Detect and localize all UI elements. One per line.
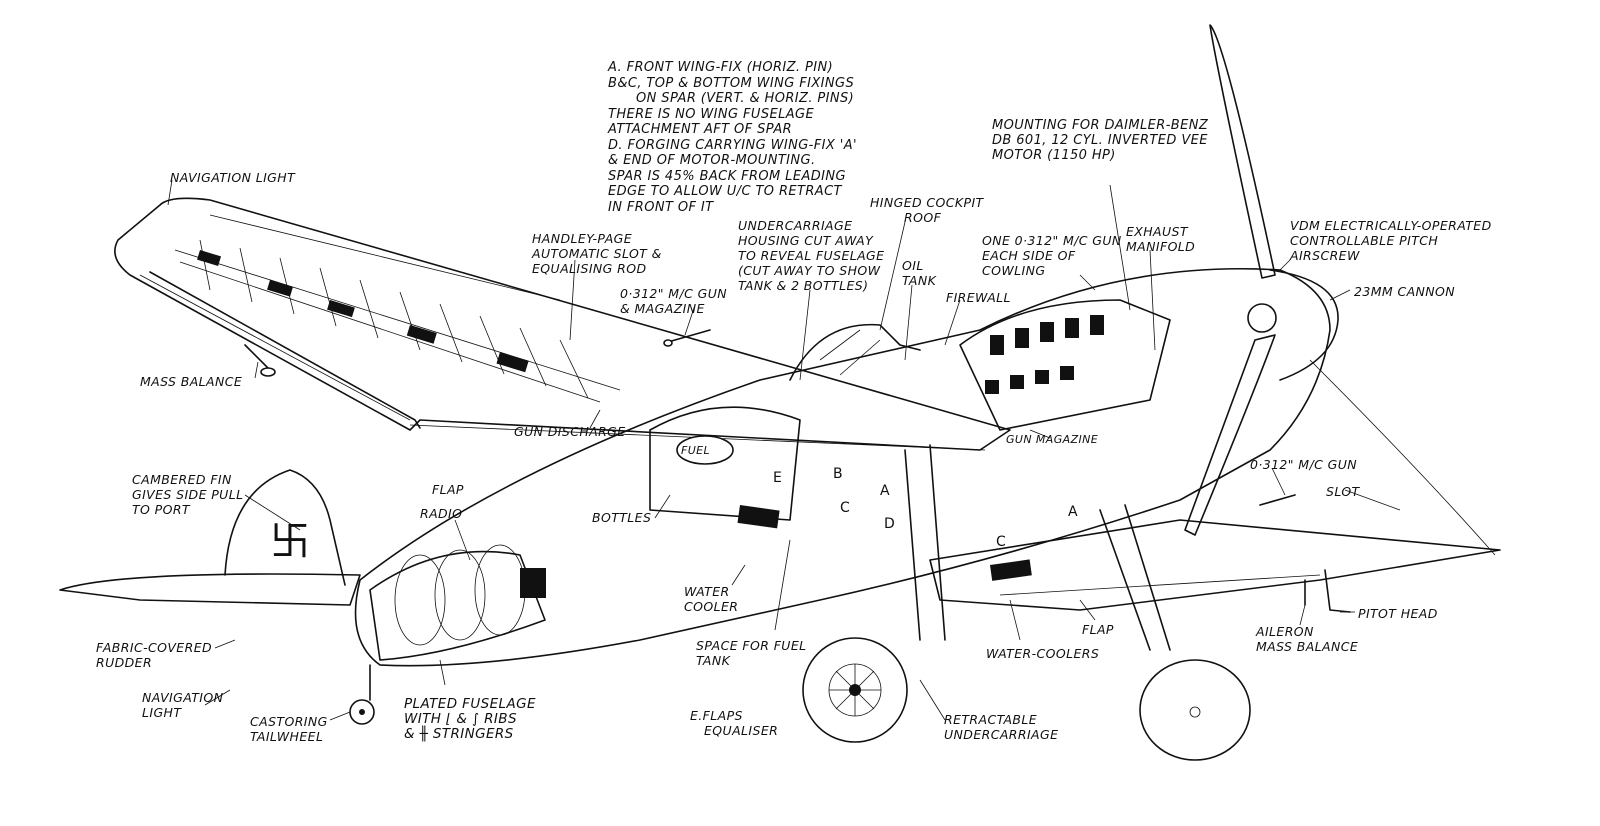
wing-fixing-notes: A. FRONT WING-FIX (HORIZ. PIN) B&C, TOP …: [608, 60, 857, 215]
label-navigation-light-tail: NAVIGATION LIGHT: [142, 690, 224, 720]
label-23mm-cannon: 23MM CANNON: [1354, 284, 1456, 299]
label-plated-fuselage: PLATED FUSELAGE WITH ⌊ & ∫ RIBS & ╫ STRI…: [404, 696, 536, 742]
label-hinged-cockpit-roof: HINGED COCKPIT ROOF: [870, 195, 984, 225]
label-undercarriage-housing: UNDERCARRIAGE HOUSING CUT AWAY TO REVEAL…: [738, 218, 885, 293]
label-space-fuel-tank: SPACE FOR FUEL TANK: [696, 638, 807, 668]
fixing-letters: A B C D E A C: [773, 466, 1078, 550]
label-castoring-tailwheel: CASTORING TAILWHEEL: [250, 714, 328, 744]
label-water-cooler: WATER COOLER: [684, 584, 739, 614]
label-water-coolers: WATER-COOLERS: [986, 646, 1100, 661]
letter-d: D: [884, 516, 895, 532]
label-radio: RADIO: [420, 506, 463, 521]
label-flap-left: FLAP: [432, 482, 464, 497]
label-pitot-head: PITOT HEAD: [1358, 606, 1438, 621]
port-wing: [114, 197, 1011, 451]
letter-c-front: C: [840, 500, 850, 516]
label-fuel: FUEL: [681, 444, 711, 457]
label-gun-magazine-nose: GUN MAGAZINE: [1006, 433, 1099, 446]
fuselage: [354, 267, 1339, 667]
label-gun-discharge: GUN DISCHARGE: [514, 424, 626, 439]
label-navigation-light: NAVIGATION LIGHT: [170, 170, 296, 185]
label-exhaust-manifold: EXHAUST MANIFOLD: [1126, 224, 1196, 254]
letter-e: E: [773, 470, 782, 486]
label-bottles: BOTTLES: [592, 510, 652, 525]
label-fabric-rudder: FABRIC-COVERED RUDDER: [96, 640, 213, 670]
tail-unit: 卐: [59, 469, 375, 725]
leader-lines: [167, 179, 1401, 721]
letter-c-rear: C: [996, 534, 1006, 550]
label-oil-tank: OIL TANK: [902, 258, 937, 288]
label-slot: SLOT: [1326, 484, 1360, 499]
letter-a-rear: A: [1068, 504, 1078, 520]
label-flap-right: FLAP: [1082, 622, 1114, 637]
label-vdm-airscrew: VDM ELECTRICALLY-OPERATED CONTROLLABLE P…: [1290, 218, 1492, 263]
label-engine-mounting: MOUNTING FOR DAIMLER-BENZ DB 601, 12 CYL…: [992, 118, 1209, 163]
main-undercarriage: [802, 444, 1251, 761]
label-handley-page-slot: HANDLEY-PAGE AUTOMATIC SLOT & EQUALISING…: [532, 231, 662, 276]
label-aileron-mass-balance: AILERON MASS BALANCE: [1256, 624, 1359, 654]
swastika-mark: 卐: [270, 519, 310, 565]
label-wing-gun-starboard: 0·312" M/C GUN: [1250, 457, 1357, 472]
label-mass-balance: MASS BALANCE: [140, 374, 243, 389]
label-flaps-equaliser: E.FLAPS EQUALISER: [690, 708, 779, 738]
letter-b: B: [833, 466, 843, 482]
label-wing-gun-magazine: 0·312" M/C GUN & MAGAZINE: [620, 286, 727, 316]
label-cowling-gun: ONE 0·312" M/C GUN EACH SIDE OF COWLING: [982, 233, 1122, 278]
label-cambered-fin: CAMBERED FIN GIVES SIDE PULL TO PORT: [132, 472, 244, 517]
label-firewall: FIREWALL: [946, 290, 1011, 305]
propeller: [1184, 24, 1496, 556]
starboard-wing: [929, 494, 1501, 613]
letter-a-front: A: [880, 483, 890, 499]
label-retractable-undercarriage: RETRACTABLE UNDERCARRIAGE: [944, 712, 1059, 742]
